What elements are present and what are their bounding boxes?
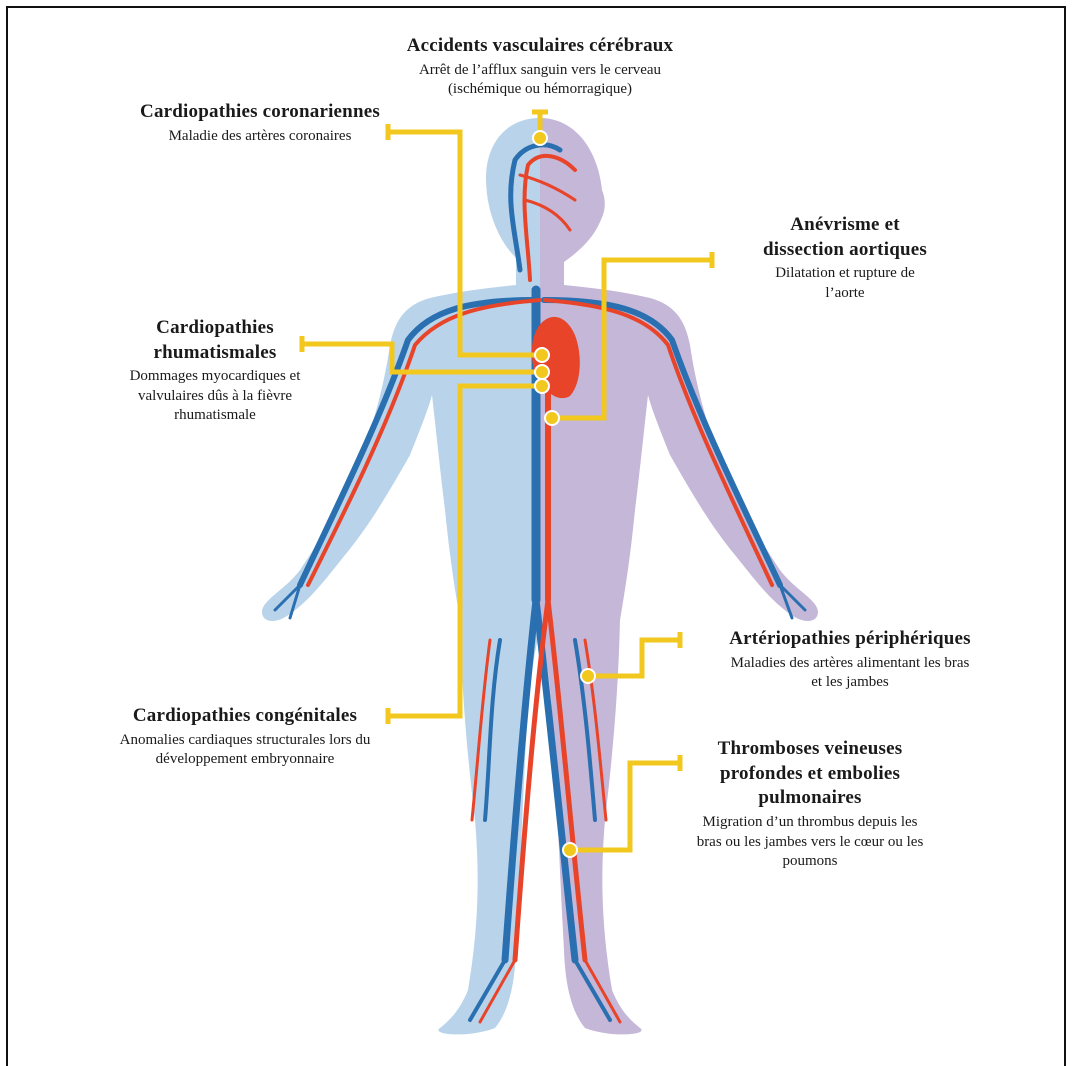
coronary-title: Cardiopathies coronariennes <box>60 100 460 125</box>
aortic-desc: Dilatation et rupture de l’aorte <box>710 264 980 303</box>
label-thrombosis: Thromboses veineuses profondes et emboli… <box>620 737 1000 872</box>
stroke-desc: Arrêt de l’afflux sanguin vers le cervea… <box>340 61 740 100</box>
peripheral-title: Artériopathies périphériques <box>660 627 1040 652</box>
congenital-desc: Anomalies cardiaques structurales lors d… <box>30 731 460 770</box>
thrombosis-desc: Migration d’un thrombus depuis les bras … <box>620 813 1000 872</box>
label-stroke: Accidents vasculaires cérébraux Arrêt de… <box>340 34 740 100</box>
rheumatic-desc: Dommages myocardiques et valvulaires dûs… <box>60 367 370 426</box>
thrombosis-title: Thromboses veineuses profondes et emboli… <box>620 737 1000 811</box>
label-aortic: Anévrisme et dissection aortiques Dilata… <box>710 213 980 303</box>
label-coronary: Cardiopathies coronariennes Maladie des … <box>60 100 460 146</box>
label-peripheral: Artériopathies périphériques Maladies de… <box>660 627 1040 693</box>
label-rheumatic: Cardiopathies rhumatismales Dommages myo… <box>60 316 370 426</box>
peripheral-desc: Maladies des artères alimentant les bras… <box>660 654 1040 693</box>
congenital-title: Cardiopathies congénitales <box>30 704 460 729</box>
label-congenital: Cardiopathies congénitales Anomalies car… <box>30 704 460 770</box>
stroke-title: Accidents vasculaires cérébraux <box>340 34 740 59</box>
coronary-desc: Maladie des artères coronaires <box>60 127 460 147</box>
aortic-title: Anévrisme et dissection aortiques <box>710 213 980 262</box>
rheumatic-title: Cardiopathies rhumatismales <box>60 316 370 365</box>
